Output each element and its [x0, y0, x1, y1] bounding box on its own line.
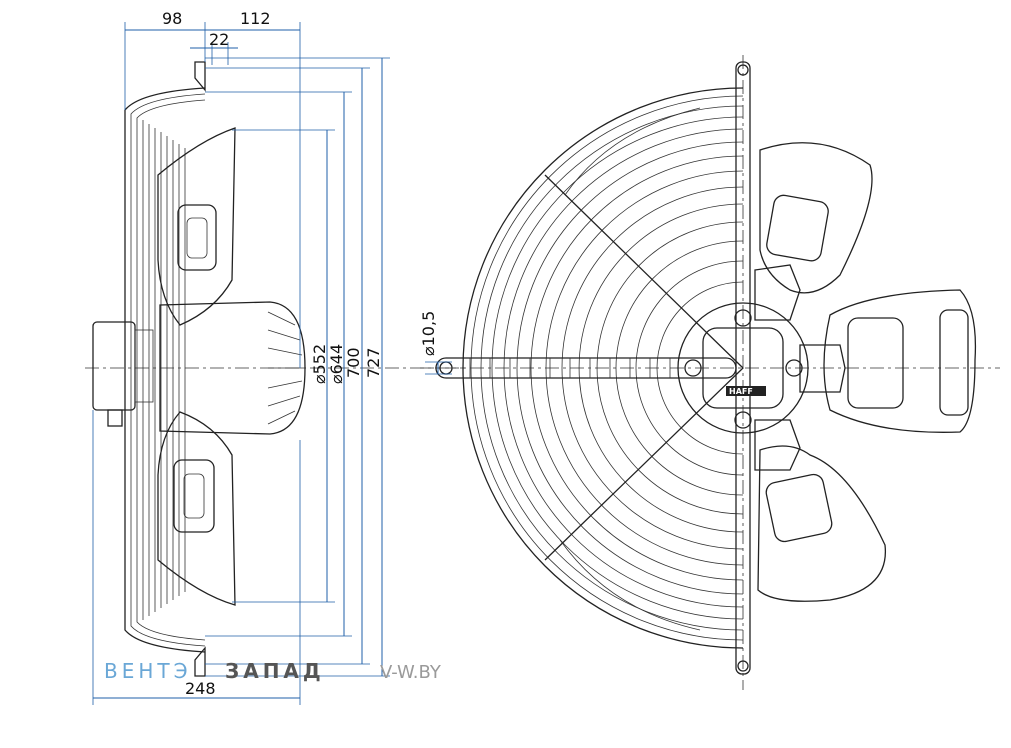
guard-radial — [544, 174, 744, 369]
motor-body — [159, 301, 306, 435]
logo-part3: V-W.BY — [380, 662, 442, 683]
dim-112: 112 — [240, 9, 271, 28]
lower-blade-slot — [173, 459, 215, 533]
hub-mount-top — [754, 264, 801, 321]
hub-mount-bottom — [754, 419, 801, 471]
bottom-bracket — [194, 646, 206, 677]
dim-248: 248 — [185, 679, 216, 698]
bolt-left — [684, 359, 702, 377]
nameplate — [726, 386, 766, 396]
side-view: 98 112 22 248 ⌀552 ⌀644 700 727 — [85, 9, 465, 705]
dim-hole: ⌀10,5 — [419, 311, 438, 356]
bolt-top — [734, 309, 752, 327]
dim-700: 700 — [344, 347, 363, 378]
lower-blade — [157, 411, 236, 606]
motor-hub — [677, 302, 809, 434]
dim-22: 22 — [209, 30, 229, 49]
terminal-cover — [702, 327, 784, 409]
terminal-box — [92, 321, 136, 411]
watermark: ВЕНТЭ ЗАПАД V-W.BY — [104, 659, 442, 683]
blade-top — [759, 142, 873, 294]
dim-d552: ⌀552 — [310, 344, 329, 384]
bottom-mount-hole — [737, 660, 749, 672]
nameplate-text: HAFF — [729, 387, 753, 396]
logo-part1: ВЕНТЭ — [104, 659, 192, 683]
top-bracket — [194, 61, 206, 92]
logo-part2: ЗАПАД — [225, 659, 325, 683]
upper-blade — [157, 127, 236, 326]
bolt-bottom — [734, 411, 752, 429]
upper-blade-slot — [177, 204, 217, 271]
dim-d644: ⌀644 — [327, 344, 346, 384]
guard-profile — [124, 87, 206, 653]
blade-bottom — [757, 445, 886, 602]
cable-gland — [107, 409, 123, 427]
top-mount-hole — [737, 64, 749, 76]
blade-right — [823, 289, 977, 433]
guard-rings — [462, 87, 744, 649]
horizontal-mount-bar — [435, 357, 737, 379]
dim-98: 98 — [162, 9, 182, 28]
hub-mount-right — [799, 344, 846, 393]
dim-727: 727 — [364, 347, 383, 378]
bolt-right — [785, 359, 803, 377]
front-view: HAFF ⌀10,5 — [419, 55, 1000, 690]
